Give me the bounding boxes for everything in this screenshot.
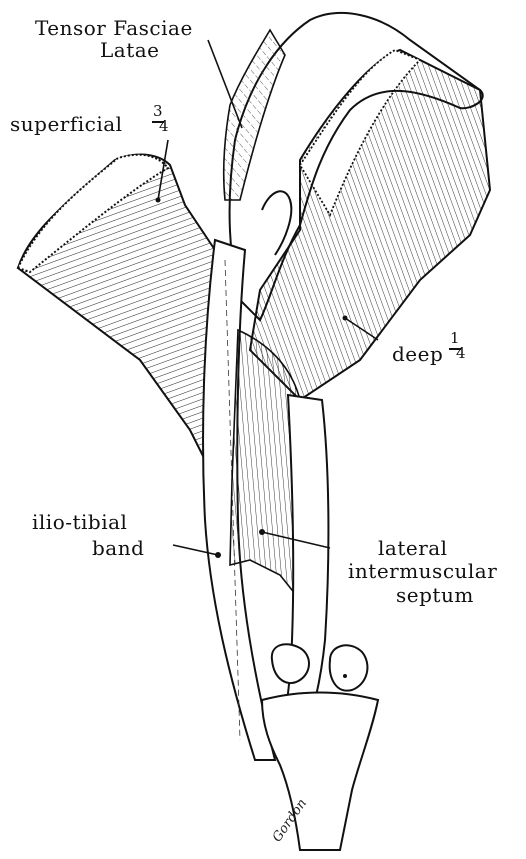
leader-tensor (208, 40, 242, 128)
label-iliotibial-line1: ilio-tibial (32, 512, 127, 532)
label-septum-line2: intermuscular (348, 561, 497, 581)
deep-fraction: 1 4 (450, 331, 466, 361)
knee-condyle-right (330, 645, 368, 690)
label-septum-line3: septum (396, 585, 474, 605)
acetabulum-notch (262, 191, 291, 255)
superficial-fraction: 3 4 (153, 104, 169, 134)
label-deep: deep (392, 344, 443, 364)
gluteus-superficial-portion (18, 155, 230, 470)
label-superficial: superficial (10, 114, 123, 134)
knee-condyle-left (272, 644, 309, 683)
label-iliotibial-line2: band (92, 538, 144, 558)
label-tensor-line2: Latae (100, 40, 160, 60)
tensor-fasciae-latae (224, 30, 285, 200)
label-tensor-line1: Tensor Fasciae (35, 18, 193, 38)
label-septum-line1: lateral (378, 538, 448, 558)
